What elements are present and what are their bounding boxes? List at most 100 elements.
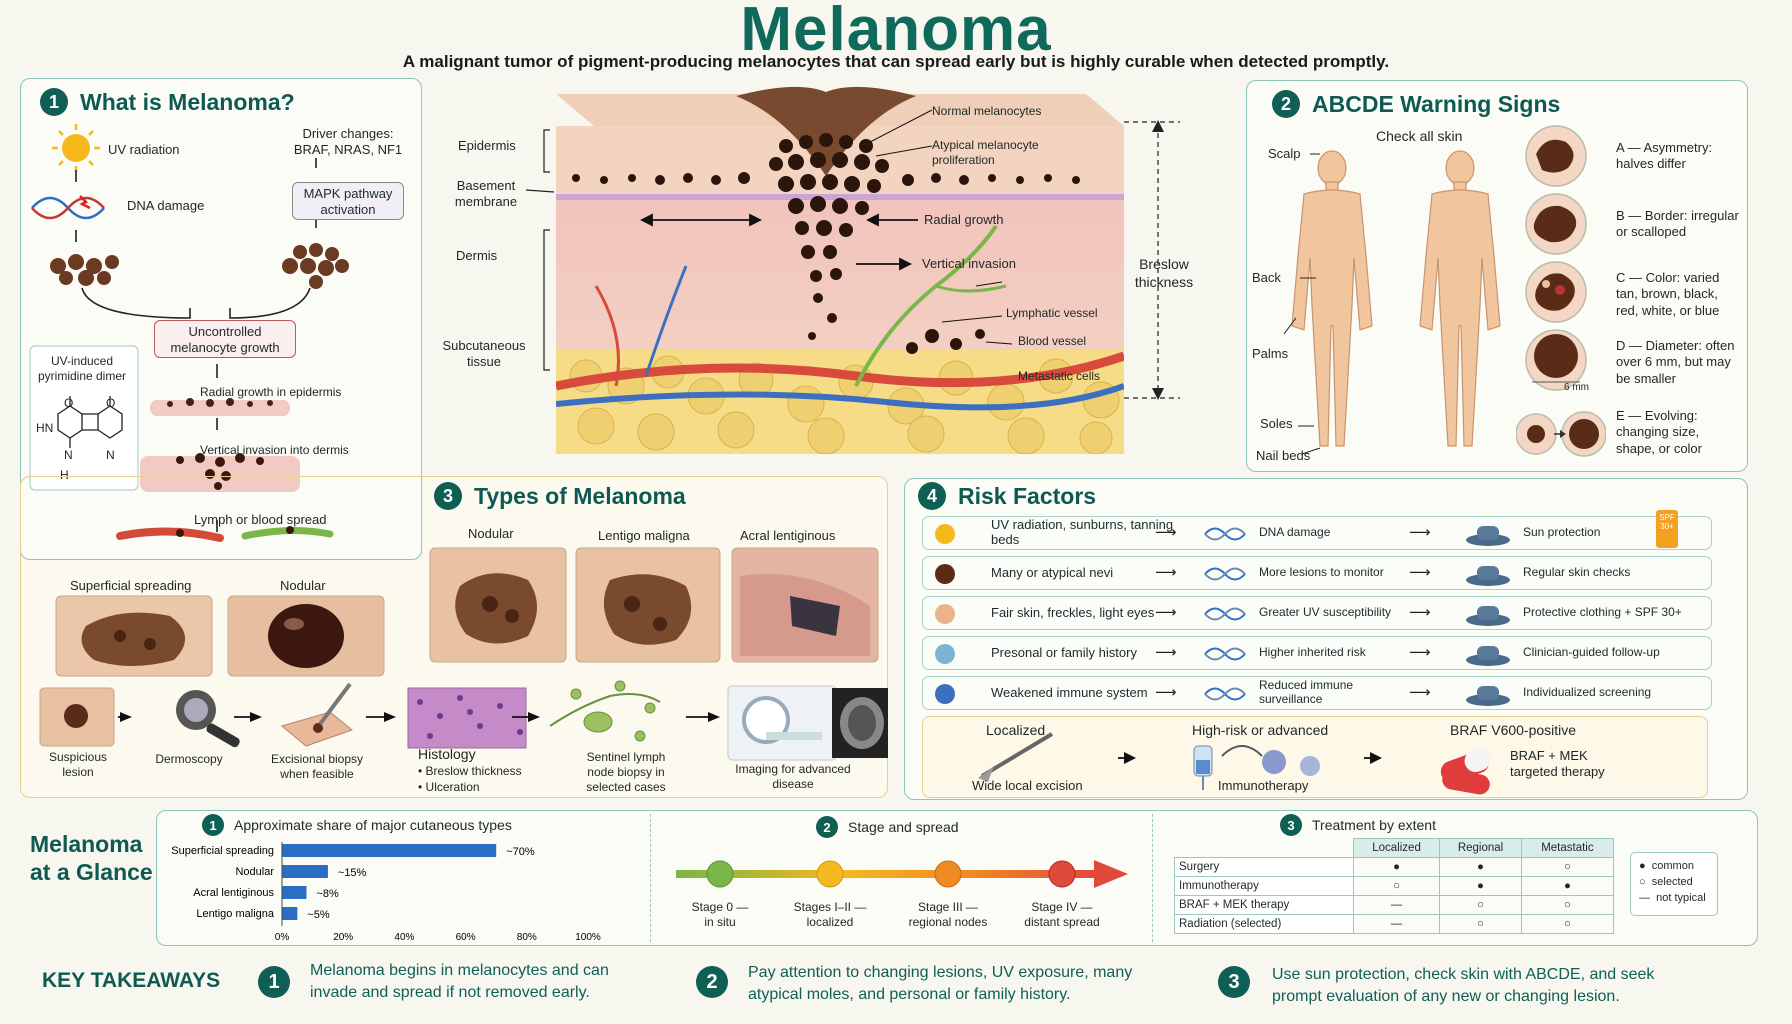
risk-effect: Reduced immune surveillance [1259,678,1354,706]
arrow-icon: ⟶ [1409,644,1431,661]
risk-row: Many or atypical nevi⟶More lesions to mo… [922,556,1712,590]
pyrimidine-dimer-structure [57,396,123,448]
arrow-icon: ⟶ [1155,684,1177,701]
risk-factor-icon [935,644,955,664]
scalpel-icon [978,732,1054,782]
layer-brackets [525,129,555,371]
flow-suspicious: Suspicious lesion [48,750,108,779]
drivers-label: Driver changes: BRAF, NRAS, NF1 [293,126,403,158]
cell-cluster-left [50,254,119,286]
label-vertical: Vertical invasion [922,256,1016,271]
effect-icon [1204,607,1246,621]
stage-4: Stage IV —distant spread [1024,900,1100,929]
stage-3: Stage III —regional nodes [908,900,988,929]
label-soles: Soles [1260,416,1293,431]
dna-icon [31,195,105,220]
label-radial: Radial growth [924,212,1004,227]
sun-icon [52,124,100,172]
label-6mm: 6 mm [1564,382,1589,393]
chem-label: N [64,448,73,462]
arrow-icon: ⟶ [1155,644,1177,661]
arrow-icon: ⟶ [1409,604,1431,621]
risk-factor: Weakened immune system [991,684,1148,700]
label-normal: Normal melanocytes [932,104,1042,118]
pill-icon [1440,748,1491,795]
chem-label: HN [36,421,54,435]
legend-common: ● common [1639,860,1694,872]
types-heading: Types of Melanoma [474,482,686,509]
abcde-lesions [1516,125,1606,457]
ct-scanner-icon [727,685,888,761]
effect-icon [1204,527,1246,541]
risk-factor-icon [935,684,955,704]
sign-color: C — Color: varied tan, brown, black, red… [1616,270,1720,318]
sign-border: B — Border: irregular or scalloped [1616,208,1739,240]
table-row: Immunotherapy○●● [1174,876,1615,896]
histology-bullet-1: • Breslow thickness [418,764,522,778]
label-palms: Palms [1252,346,1289,361]
vertical-label: Vertical invasion into dermis [200,443,349,457]
label-subcut: Subcutaneous tissue [442,338,526,370]
label-dermis: Dermis [456,248,498,263]
risk-action: Individualized screening [1523,685,1652,700]
flow-imaging: Imaging for advanced disease [735,762,851,791]
bar [282,844,497,857]
tick-label: 100% [575,932,601,943]
chart1-heading: Approximate share of major cutaneous typ… [234,817,512,833]
risk-effect: DNA damage [1259,525,1331,540]
value-label: ~8% [316,888,339,900]
spread-label: Lymph or blood spread [194,512,327,527]
cell-cluster-right [282,243,349,289]
effect-icon [1204,567,1246,581]
uv-label: UV radiation [108,142,180,157]
action-icon [1466,686,1510,706]
divider [1152,814,1153,942]
table-row: BRAF + MEK therapy—○○ [1174,895,1615,915]
label-lymph: Lymphatic vessel [1006,306,1098,320]
takeaway-1: Melanoma begins in melanocytes and can i… [310,962,609,1001]
takeaway-badge-2: 2 [696,966,728,998]
category-label: Lentigo maligna [196,908,275,920]
takeaways-title: KEY TAKEAWAYS [42,969,221,992]
label-atypical: Atypical melanocyte proliferation [932,138,1039,167]
flow-dermoscopy: Dermoscopy [155,752,223,766]
risk-factor-icon [935,524,955,544]
tick-label: 0% [275,932,290,943]
category-label: Superficial spreading [171,845,274,857]
risk-row: Presonal or family history⟶Higher inheri… [922,636,1712,670]
label-superficial: Superficial spreading [70,578,192,593]
label-epidermis: Epidermis [458,138,516,153]
arrow-icon: ⟶ [1409,524,1431,541]
chart3-heading: Treatment by extent [1312,817,1436,833]
chart2-heading: Stage and spread [848,819,959,835]
breslow-bracket [1124,120,1180,400]
tick-label: 60% [456,932,476,943]
number-badge: 2 [816,816,838,838]
risk-factor: UV radiation, sunburns, tanning beds [991,517,1174,547]
category-label: Acral lentiginous [193,887,274,899]
dna-label: DNA damage [127,198,205,213]
page-title: Melanoma [740,0,1052,64]
chem-label: O [106,396,116,410]
abcde-heading: ABCDE Warning Signs [1312,90,1561,117]
spf-bottle-icon: SPF 30+ [1656,510,1678,548]
label-back: Back [1252,270,1281,285]
table-row: Radiation (selected)—○○ [1174,914,1615,934]
risk-factor-icon [935,564,955,584]
chem-label: O [64,396,74,410]
number-badge: 1 [202,814,224,836]
chart1-title: 1 Approximate share of major cutaneous ty… [202,814,512,836]
mapk-box: MAPK pathway activation [292,182,404,220]
arrow-icon: ⟶ [1409,684,1431,701]
takeaway-2: Pay attention to changing lesions, UV ex… [748,964,1133,1003]
label-meta: Metastatic cells [1018,369,1101,383]
arrow-icon: ⟶ [1155,564,1177,581]
number-badge: 1 [40,88,68,116]
risk-row: Fair skin, freckles, light eyes⟶Greater … [922,596,1712,630]
stage-0: Stage 0 —in situ [691,900,749,929]
